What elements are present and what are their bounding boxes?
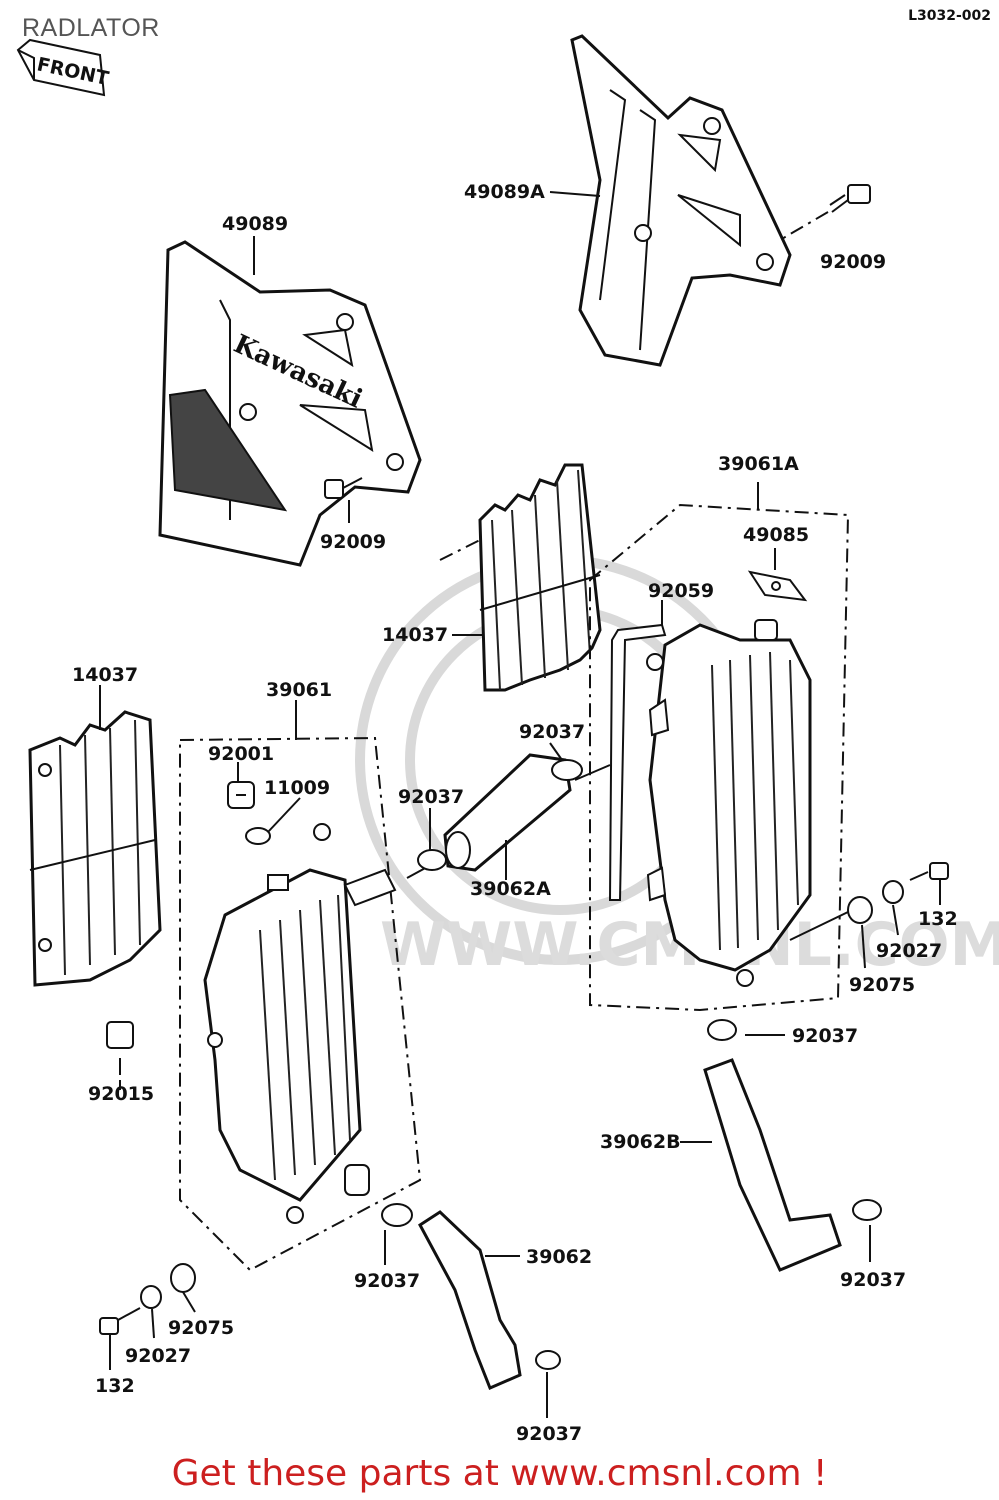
grommet-92075-left[interactable]	[170, 1263, 196, 1293]
grommet-92075-right[interactable]	[789, 896, 873, 941]
diagram-title: RADLATOR	[22, 14, 160, 42]
part-label[interactable]: 39062B	[600, 1131, 681, 1153]
part-label[interactable]: 39062	[526, 1246, 592, 1268]
breather-tube[interactable]	[608, 623, 667, 901]
clamp-92037-b[interactable]	[551, 759, 583, 781]
part-label[interactable]: 14037	[72, 664, 138, 686]
louver-upper[interactable]	[439, 463, 602, 692]
part-label[interactable]: 49089A	[464, 181, 545, 203]
bolt-132-right[interactable]	[909, 862, 949, 881]
right-shroud[interactable]	[570, 34, 792, 367]
clamp-92037-c[interactable]	[381, 1203, 413, 1227]
part-label[interactable]: 132	[918, 908, 958, 930]
part-label[interactable]: 11009	[264, 777, 330, 799]
plate-49085[interactable]	[747, 570, 808, 602]
part-label[interactable]: 92001	[208, 743, 274, 765]
part-label[interactable]: 92027	[125, 1345, 191, 1367]
front-arrow: FRONT	[16, 38, 111, 97]
radiator-left[interactable]	[179, 736, 422, 1272]
clamp-92037-f[interactable]	[535, 1350, 561, 1370]
left-shroud[interactable]: Kawasaki	[158, 240, 422, 567]
washer-11009[interactable]	[245, 827, 271, 845]
call-to-action[interactable]: Get these parts at www.cmsnl.com !	[171, 1453, 828, 1494]
leader-lines	[99, 191, 941, 1418]
part-label[interactable]: 14037	[382, 624, 448, 646]
bolt-132-left[interactable]	[99, 1307, 141, 1335]
part-label[interactable]: 39061	[266, 679, 332, 701]
part-label[interactable]: 92009	[820, 251, 886, 273]
part-label[interactable]: 49085	[743, 524, 809, 546]
part-label[interactable]: 49089	[222, 213, 288, 235]
clamp-92037-a[interactable]	[417, 849, 447, 871]
hose-39062b[interactable]	[703, 1058, 842, 1272]
bolt-92009-left[interactable]	[324, 477, 363, 499]
part-label[interactable]: 39061A	[718, 453, 799, 475]
part-label[interactable]: 92037	[519, 721, 585, 743]
bolt-92009-right[interactable]	[779, 184, 871, 241]
part-label[interactable]: 92059	[648, 580, 714, 602]
grommet-92015[interactable]	[106, 1021, 134, 1075]
part-label[interactable]: 92075	[168, 1317, 234, 1339]
collar-92027-left[interactable]	[140, 1285, 162, 1309]
radiator-right[interactable]	[589, 503, 850, 1012]
part-label[interactable]: 92009	[320, 531, 386, 553]
radiator-cap[interactable]	[227, 781, 255, 809]
part-label[interactable]: 92015	[88, 1083, 154, 1105]
louver-lower[interactable]	[28, 710, 162, 987]
hose-39062a[interactable]	[406, 753, 611, 879]
part-label[interactable]: 132	[95, 1375, 135, 1397]
part-label[interactable]: 92037	[516, 1423, 582, 1445]
part-label[interactable]: 92075	[849, 974, 915, 996]
hose-39062[interactable]	[418, 1210, 522, 1390]
part-label[interactable]: 92037	[398, 786, 464, 808]
part-label[interactable]: 92037	[840, 1269, 906, 1291]
clamp-92037-e[interactable]	[852, 1199, 882, 1221]
collar-92027-right[interactable]	[882, 880, 904, 904]
part-label[interactable]: 39062A	[470, 878, 551, 900]
part-label[interactable]: 92027	[876, 940, 942, 962]
part-label[interactable]: 92037	[354, 1270, 420, 1292]
diagram-code: L3032-002	[908, 8, 991, 24]
part-label[interactable]: 92037	[792, 1025, 858, 1047]
part-labels: 49089A 92009 49089 92009 39061A 49085 92…	[72, 181, 958, 1445]
clamp-92037-d[interactable]	[707, 1019, 737, 1041]
